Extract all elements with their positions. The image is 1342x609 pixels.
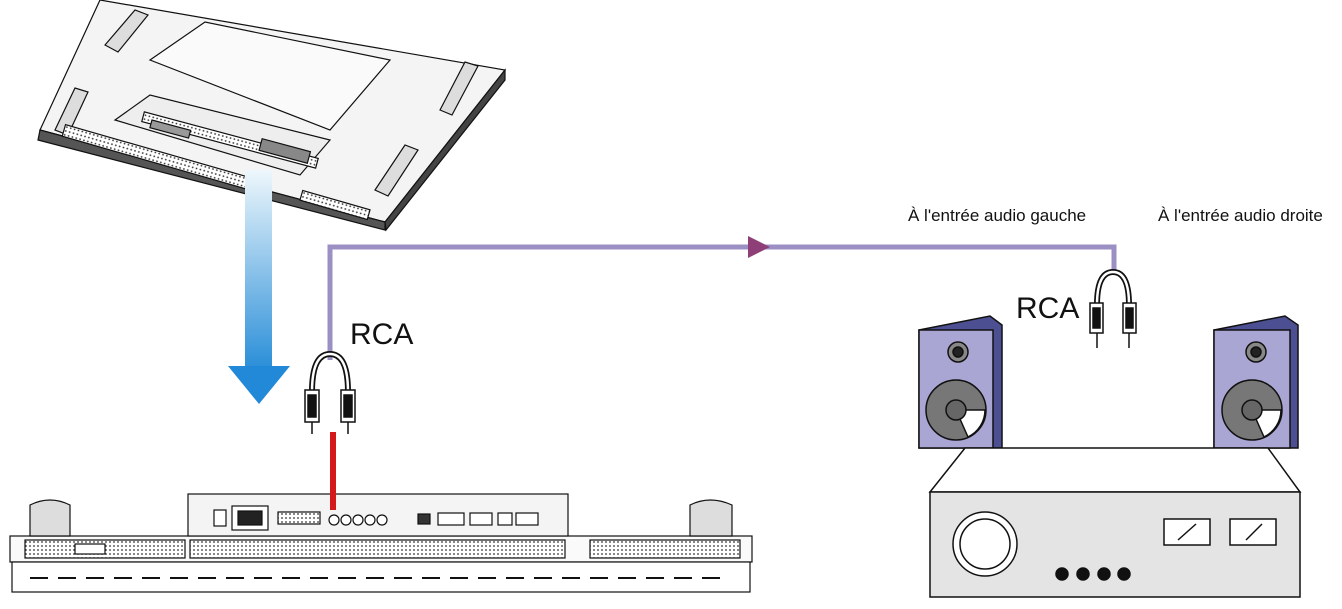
right-audio-input-label: À l'entrée audio droite <box>1158 206 1323 225</box>
left-speaker-icon <box>918 315 1003 449</box>
rca-label-display: RCA <box>350 318 413 351</box>
audio-cable <box>327 236 1117 510</box>
rca-plug-speakers-icon <box>1089 268 1137 348</box>
down-arrow-icon <box>228 170 290 404</box>
monitor-bottom-view <box>9 493 753 593</box>
monitor-back-view <box>37 0 507 232</box>
left-audio-input-label: À l'entrée audio gauche <box>908 206 1086 225</box>
cable-direction-arrow-icon <box>748 236 770 258</box>
rca-label-speakers: RCA <box>1016 292 1079 325</box>
right-speaker-icon <box>1213 315 1299 449</box>
amplifier-icon <box>928 447 1302 598</box>
rca-plug-display-icon <box>304 350 356 434</box>
